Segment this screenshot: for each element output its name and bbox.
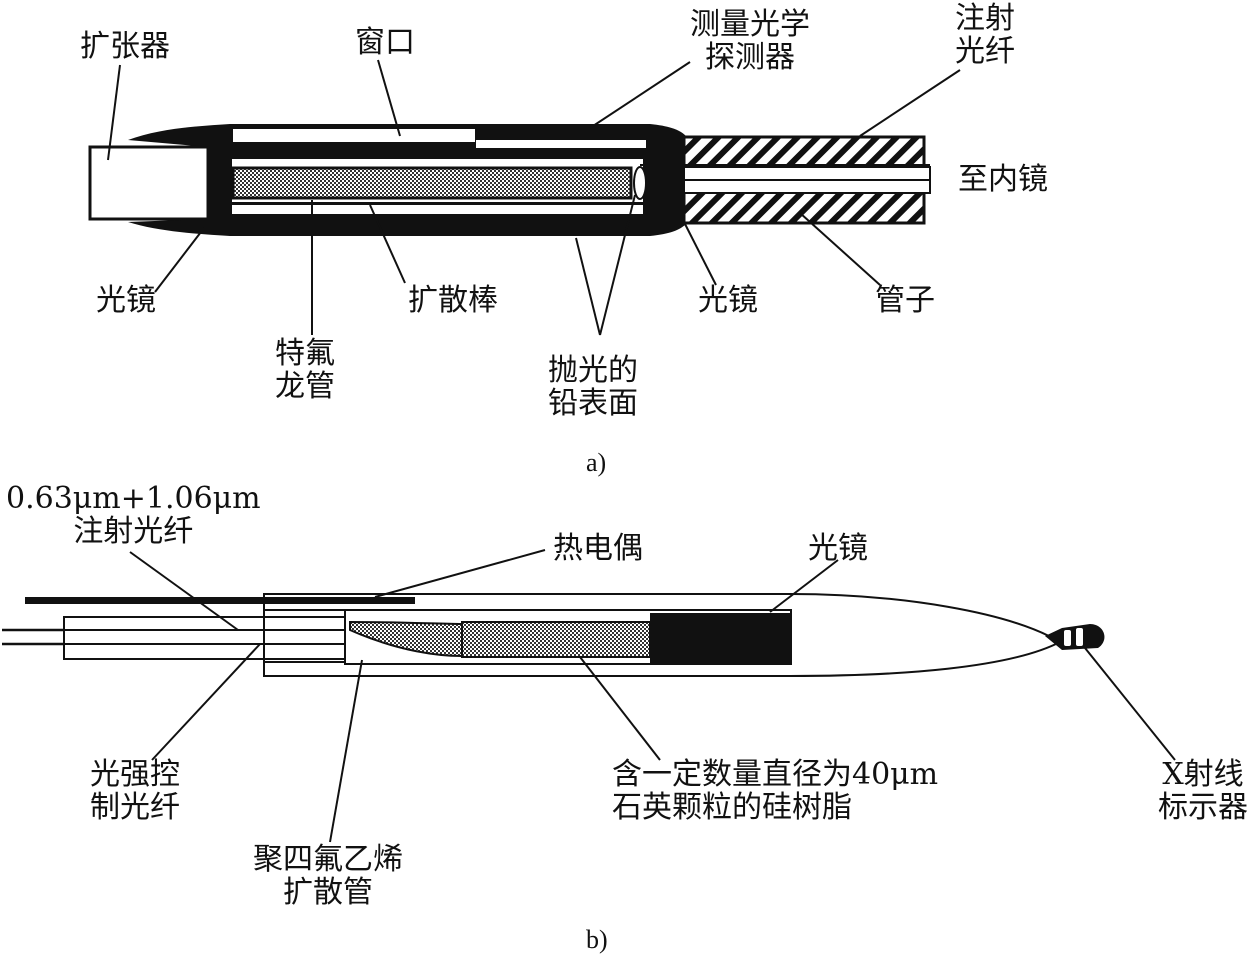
label-teflon-tube: 特氟 龙管 xyxy=(275,336,335,404)
label-injection-fiber-a: 注射 光纤 xyxy=(955,1,1015,69)
label-tube: 管子 xyxy=(875,283,935,318)
figure-b-drawing xyxy=(2,549,1176,843)
mirror-shape xyxy=(650,613,790,664)
expander-shape xyxy=(88,145,210,221)
label-thermocouple: 热电偶 xyxy=(553,531,643,566)
leader-lines-a xyxy=(107,59,961,336)
leader-lines-b xyxy=(129,549,1176,843)
label-mirror-right: 光镜 xyxy=(698,283,758,318)
label-window: 窗口 xyxy=(355,25,415,60)
fiber-bundle xyxy=(63,616,349,660)
diffuser-rod-shape xyxy=(231,166,633,200)
caption-a: a) xyxy=(586,448,607,477)
label-to-endoscope: 至内镜 xyxy=(958,162,1048,197)
polished-lead-end xyxy=(633,166,647,200)
label-injection-fiber-b: 0.63μm+1.06μm 注射光纤 xyxy=(6,481,261,549)
label-ptfe-tube: 聚四氟乙烯 扩散管 xyxy=(253,842,403,910)
label-expander: 扩张器 xyxy=(80,29,170,64)
caption-b: b) xyxy=(586,925,608,954)
label-xray-marker: X射线 标示器 xyxy=(1158,757,1248,825)
mirror-left-shape xyxy=(210,147,232,219)
label-probe: 测量光学 探测器 xyxy=(690,7,810,75)
label-mirror-left: 光镜 xyxy=(96,283,156,318)
thermocouple-shape xyxy=(25,597,415,604)
window-shape xyxy=(233,129,475,142)
label-silicone: 含一定数量直径为40μm 石英颗粒的硅树脂 xyxy=(612,757,939,825)
xray-marker-shape xyxy=(1045,624,1105,650)
label-polished-lead: 抛光的 铅表面 xyxy=(548,353,638,421)
label-mirror-b: 光镜 xyxy=(808,531,868,566)
label-control-fiber: 光强控 制光纤 xyxy=(90,757,180,825)
figure-a-drawing xyxy=(88,59,961,336)
label-diffuser-rod: 扩散棒 xyxy=(408,283,498,318)
